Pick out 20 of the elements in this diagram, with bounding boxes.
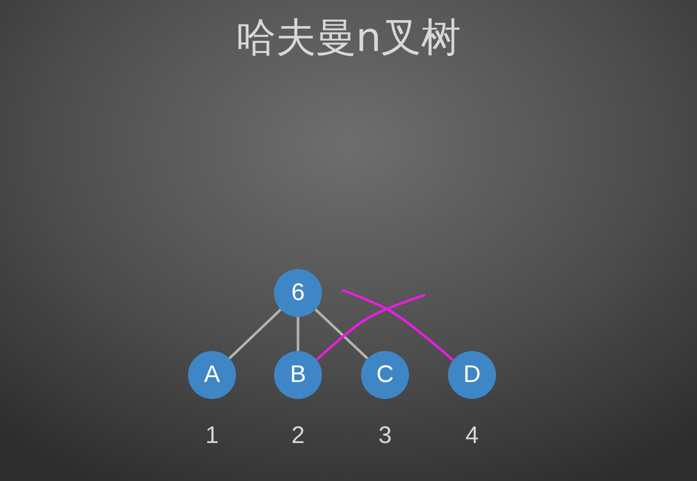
node-label: D	[463, 361, 481, 389]
tree-node-circle	[448, 351, 496, 399]
weight-label: 4	[465, 422, 479, 450]
weight-label: 2	[291, 422, 305, 450]
annotation-stroke	[342, 288, 454, 362]
node-label: C	[376, 361, 394, 389]
weight-label: 3	[378, 422, 392, 450]
tree-node-circle	[361, 351, 409, 399]
tree-edge	[296, 317, 300, 351]
tree-node-circle	[274, 269, 322, 317]
node-label: A	[204, 361, 220, 389]
annotation-stroke	[316, 294, 426, 361]
node-label: B	[290, 361, 306, 389]
tree-node-circle	[274, 351, 322, 399]
weight-label: 1	[205, 422, 219, 450]
node-label: 6	[291, 279, 305, 307]
title: 哈夫曼n叉树	[234, 14, 462, 63]
tree-edge	[228, 308, 282, 360]
tree-node-circle	[188, 351, 236, 399]
tree-edge	[314, 308, 368, 360]
